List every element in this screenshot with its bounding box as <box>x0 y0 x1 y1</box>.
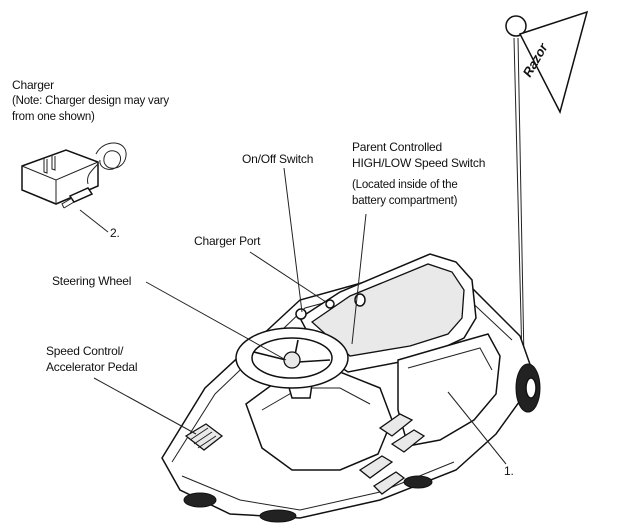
leader-lines <box>93 167 507 465</box>
speed-control-label-line-2: Accelerator Pedal <box>46 360 138 374</box>
charger-callout-number: 2. <box>110 226 120 240</box>
on-off-switch-label: On/Off Switch <box>242 152 314 166</box>
charger-illustration <box>21 142 127 233</box>
speed-control-label-line-1: Speed Control/ <box>46 344 124 358</box>
vehicle-callout-number: 1. <box>504 464 514 478</box>
parent-switch-label-line-1: Parent Controlled <box>352 140 442 154</box>
parent-switch-label-line-2: HIGH/LOW Speed Switch <box>352 156 486 170</box>
steering-wheel-label: Steering Wheel <box>52 274 132 288</box>
charger-note-line-2: from one shown) <box>12 111 95 123</box>
charger-note-line-1: (Note: Charger design may vary <box>12 95 169 107</box>
charger-port-label: Charger Port <box>194 234 261 248</box>
safety-flag: Razor <box>505 10 589 361</box>
vehicle-body <box>161 253 541 523</box>
parent-switch-note-line-2: battery compartment) <box>352 195 458 207</box>
charger-label: Charger <box>12 78 54 92</box>
parent-switch-note-line-1: (Located inside of the <box>352 179 458 191</box>
